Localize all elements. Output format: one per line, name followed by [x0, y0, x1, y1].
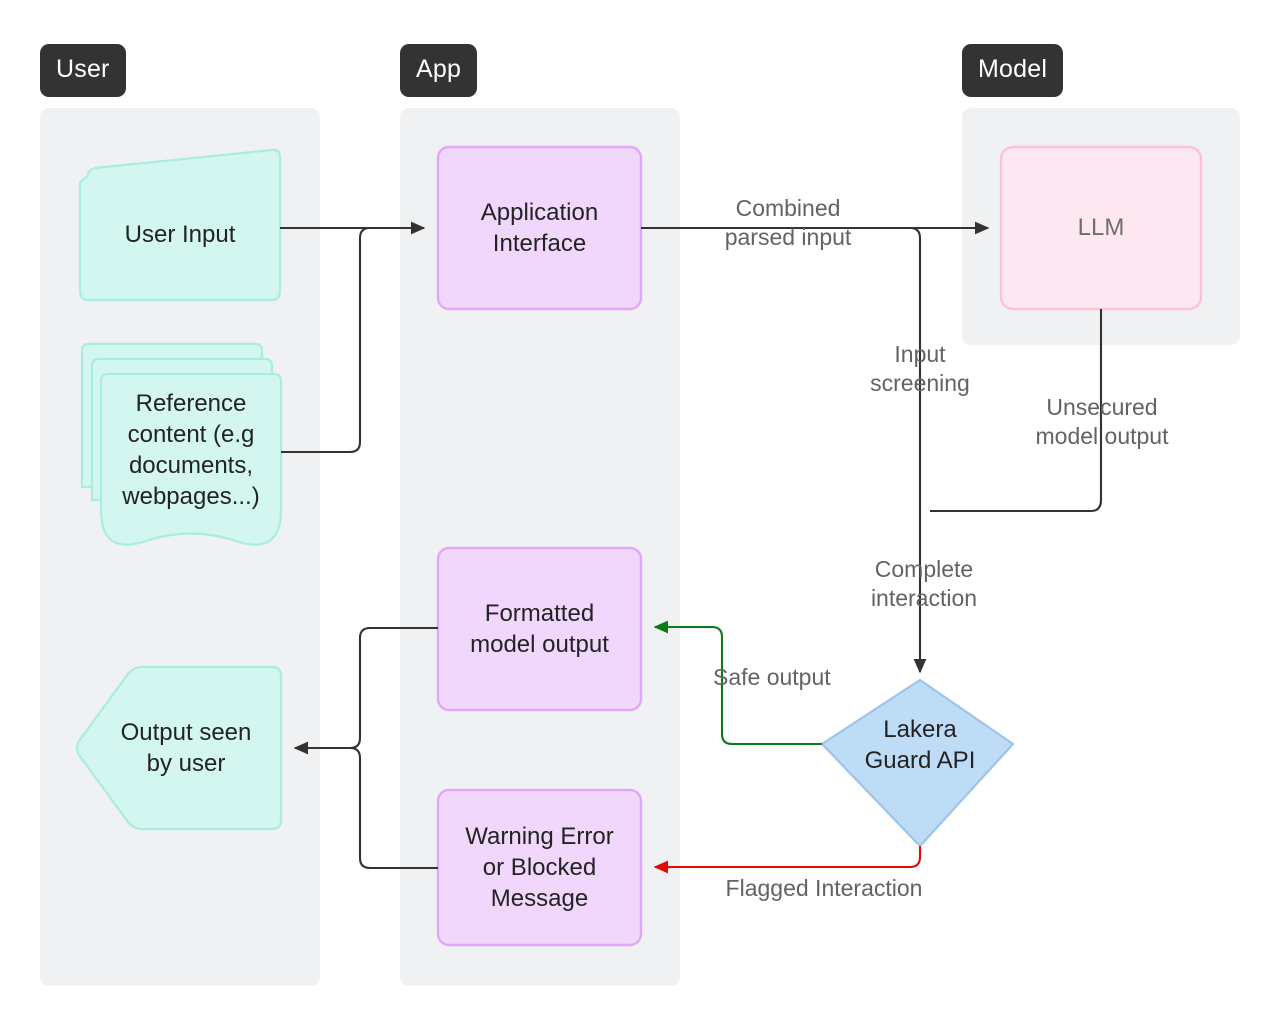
shape-lakera-guard-api[interactable] [820, 678, 1015, 848]
shape-output-seen-by-user[interactable] [75, 665, 283, 831]
shape-formatted-model-output[interactable] [436, 546, 643, 712]
lane-chip-app[interactable]: App [400, 44, 478, 97]
edge-guard-flagged-to-warning [653, 846, 922, 874]
edge-reference-to-app [281, 226, 424, 454]
edge-guard-safe-to-formatted [653, 620, 822, 746]
edge-llm-to-guard [930, 309, 1103, 513]
edge-app-to-guard [909, 226, 927, 674]
lane-chip-model[interactable]: Model [962, 44, 1064, 97]
lane-chip-user[interactable]: User [40, 44, 126, 97]
edge-label-input-screening: Input screening [870, 341, 970, 397]
shape-warning-error-blocked-message[interactable] [436, 788, 643, 947]
edge-label-unsecured-model-output: Unsecured model output [1035, 394, 1169, 450]
edge-label-safe-output: Safe output [713, 664, 831, 690]
edge-label-complete-interaction: Complete interaction [870, 556, 978, 612]
shape-application-interface[interactable] [436, 145, 643, 311]
edge-label-combined-parsed-input: Combined parsed input [724, 195, 852, 251]
shape-user-input[interactable] [78, 148, 282, 302]
edge-warning-to-output [295, 746, 438, 870]
shape-reference-content[interactable] [99, 372, 283, 546]
shape-llm[interactable] [999, 145, 1203, 311]
edge-label-flagged-interaction: Flagged Interaction [725, 875, 923, 901]
